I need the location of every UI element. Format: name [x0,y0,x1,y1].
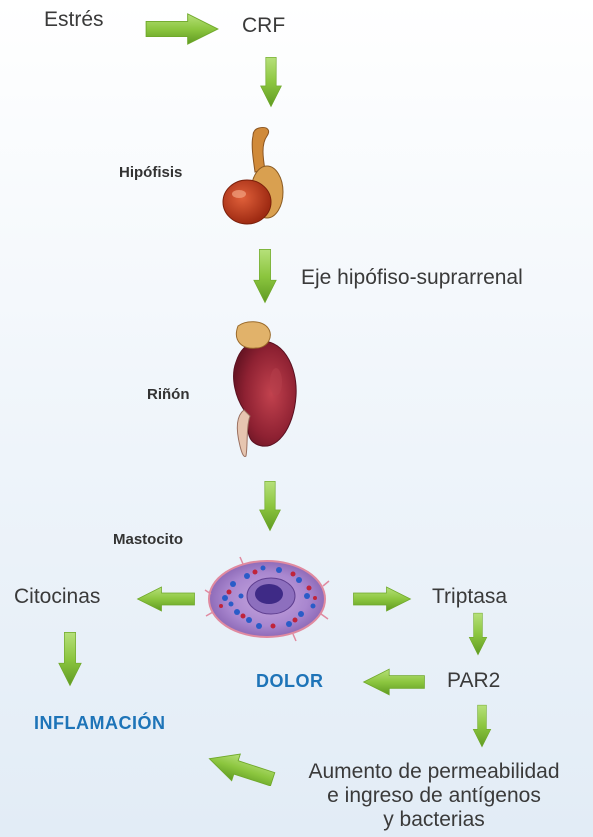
crf-label: CRF [242,14,285,38]
permeability-line-1: Aumento de permeabilidad [284,760,584,784]
arrow-stress-to-crf [143,12,221,46]
arrow-kidney-to-mastcell [252,480,288,532]
arrow-mastcell-to-tryptase [352,582,412,616]
mast-cell-icon [203,554,331,644]
hypophysis-label: Hipófisis [119,164,182,181]
permeability-line-3: y bacterias [284,808,584,832]
arrow-par2-to-pain [362,665,426,699]
arrow-permeability-to-inflammation [206,752,276,786]
arrow-par2-to-permeability [464,704,500,748]
arrow-crf-to-hypophysis [253,56,289,108]
cytokines-label: Citocinas [14,585,100,609]
arrow-mastcell-to-cytokines [136,582,196,616]
arrow-hypophysis-to-kidney [247,248,283,304]
permeability-line-2: e ingreso de antígenos [284,784,584,808]
arrow-cytokines-to-inflammation [52,631,88,687]
arrow-tryptase-to-par2 [460,612,496,656]
pituitary-gland-icon [215,124,287,229]
tryptase-label: Triptasa [432,585,507,609]
axis-label: Eje hipófiso-suprarrenal [301,266,523,290]
kidney-label: Riñón [147,386,190,403]
pain-label: DOLOR [256,671,324,692]
mastcell-label: Mastocito [113,531,183,548]
par2-label: PAR2 [447,669,500,693]
stress-label: Estrés [44,8,104,32]
inflammation-label: INFLAMACIÓN [34,713,165,734]
kidney-icon [222,318,300,460]
permeability-text: Aumento de permeabilidad e ingreso de an… [284,760,584,832]
